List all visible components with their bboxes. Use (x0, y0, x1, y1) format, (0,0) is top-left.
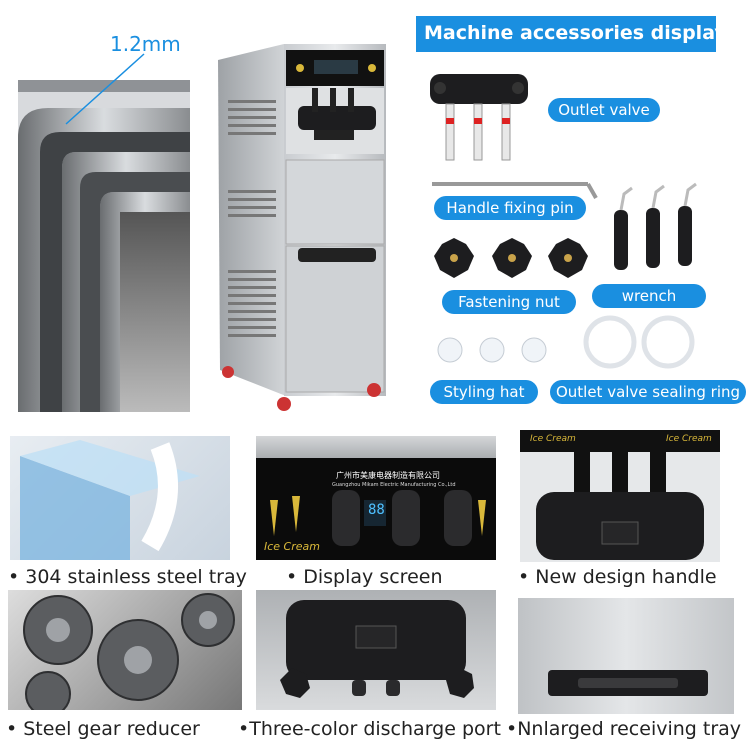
feature-receiving-caption: •Nnlarged receiving tray (506, 718, 742, 740)
company-name-cn: 广州市美康电器制造有限公司 (336, 471, 440, 480)
outlet-valve-image (430, 74, 528, 161)
display-screen-photo: 广州市美康电器制造有限公司 Guangzhou Mikam Electric M… (256, 436, 496, 560)
feature-tray-caption: • 304 stainless steel tray (8, 566, 247, 588)
discharge-port-photo (256, 590, 496, 710)
handle-brand-left: Ice Cream (530, 434, 576, 444)
feature-receiving-text: Nnlarged receiving tray (517, 718, 742, 740)
handle-fixing-pin-label: Handle fixing pin (434, 196, 586, 220)
feature-discharge-text: Three-color discharge port (249, 718, 501, 740)
feature-tray-text: 304 stainless steel tray (25, 566, 247, 588)
accessories-title-bar: Machine accessories display: (416, 16, 734, 52)
steel-thickness-figure (18, 80, 190, 412)
handle-brand-right: Ice Cream (666, 434, 712, 444)
handle-photo: Ice Cream Ice Cream (520, 430, 720, 562)
handle-top-strip (520, 430, 720, 452)
thickness-label: 1.2mm (110, 32, 181, 56)
fastening-nut-label: Fastening nut (442, 290, 576, 314)
steel-tray-photo (10, 436, 230, 560)
receiving-tray-photo (518, 598, 734, 714)
outlet-valve-label: Outlet valve (548, 98, 660, 122)
thickness-pointer-line (65, 53, 145, 125)
feature-handle-caption: • New design handle (518, 566, 717, 588)
gear-reducer-photo (8, 590, 242, 710)
fastening-nut-image (434, 238, 588, 278)
brand-script: Ice Cream (264, 540, 320, 553)
handle-fixing-pin-image (432, 182, 598, 199)
sealing-ring-label: Outlet valve sealing ring (550, 380, 746, 404)
feature-display-caption: • Display screen (286, 566, 443, 588)
machine-illustration (218, 44, 386, 411)
feature-handle-text: New design handle (535, 566, 717, 588)
wrench-image (614, 182, 697, 270)
company-name-en: Guangzhou Mikam Electric Manufacturing C… (332, 482, 456, 488)
accessories-title: Machine accessories display: (424, 22, 735, 44)
display-digits: 88 (368, 502, 385, 518)
ice-cream-machine (214, 40, 404, 420)
styling-hat-label: Styling hat (430, 380, 538, 404)
steel-layers-illustration (18, 80, 190, 412)
wrench-label: wrench (592, 284, 706, 308)
feature-display-text: Display screen (303, 566, 443, 588)
feature-gear-text: Steel gear reducer (23, 718, 200, 740)
sealing-ring-image (583, 315, 695, 369)
feature-discharge-caption: •Three-color discharge port (238, 718, 501, 740)
styling-hat-image (437, 337, 547, 363)
display-top-strip (256, 436, 496, 458)
feature-gear-caption: • Steel gear reducer (6, 718, 200, 740)
